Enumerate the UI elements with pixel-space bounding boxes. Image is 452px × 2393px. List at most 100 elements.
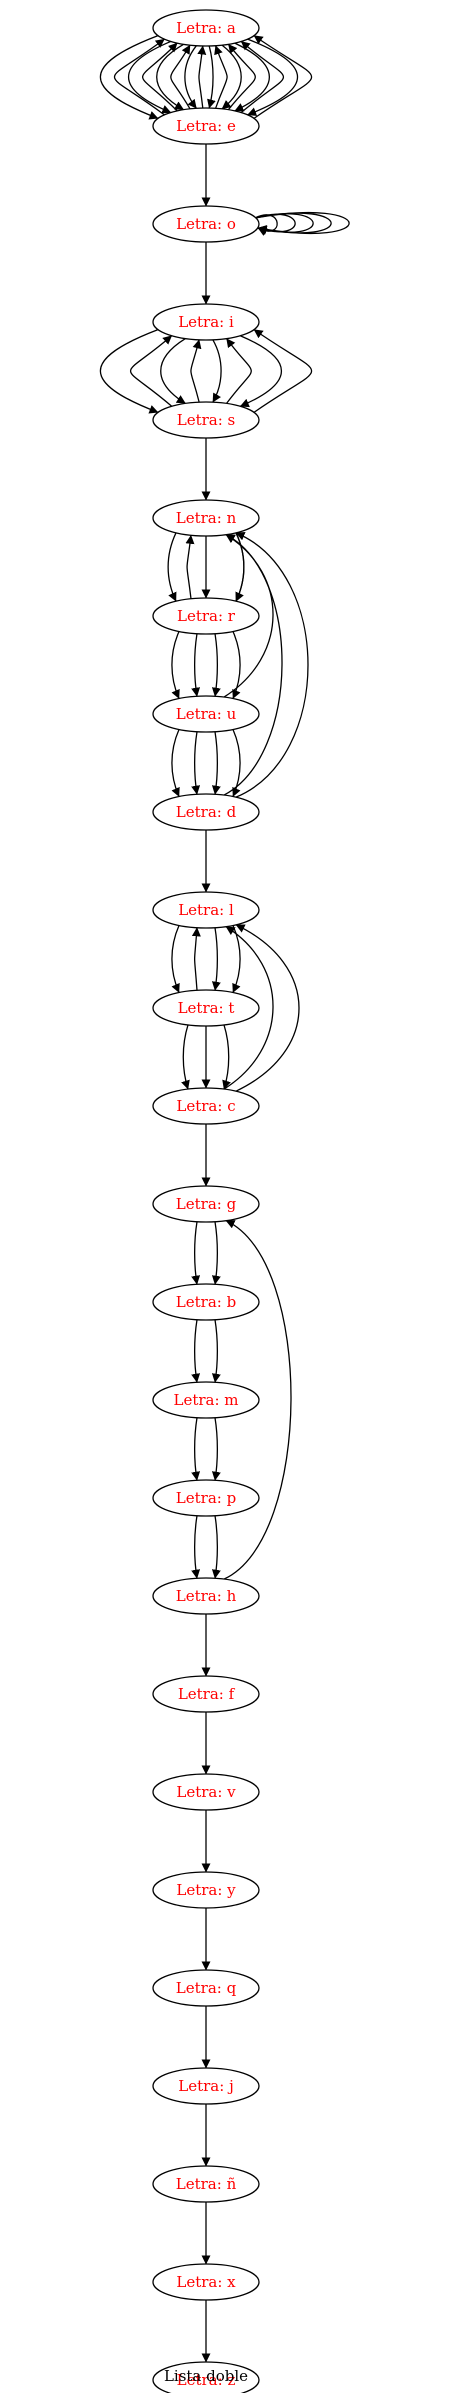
node-z: Letra: z — [152, 2361, 260, 2393]
node-ellipse — [152, 989, 260, 1027]
edge-a-to-e — [128, 40, 172, 114]
edge-a-to-e — [247, 38, 298, 116]
node-label: Letra: i — [178, 313, 234, 331]
node-label: Letra: e — [176, 117, 236, 135]
node-q: Letra: q — [152, 1969, 260, 2007]
diagram-caption: Lista doble — [164, 2367, 248, 2385]
node-i: Letra: i — [152, 303, 260, 341]
node-label: Letra: o — [176, 215, 236, 233]
edge-l-to-t — [171, 925, 180, 993]
edge-t-to-l — [191, 927, 201, 991]
node-ellipse — [152, 1381, 260, 1419]
node-label: Letra: x — [176, 2273, 236, 2291]
node-label: Letra: j — [178, 2077, 233, 2095]
edge-o-to-o — [254, 211, 350, 235]
node-ellipse — [152, 891, 260, 929]
edge-m-to-p — [211, 1417, 221, 1481]
node-ellipse — [152, 107, 260, 145]
node-ellipse — [152, 2067, 260, 2105]
edge-g-to-b — [191, 1221, 201, 1285]
edge-i-to-s — [239, 335, 283, 408]
edge-s-to-i — [226, 338, 252, 404]
edge-t-to-c — [181, 1024, 190, 1090]
edge-e-to-a — [240, 40, 285, 114]
edge-r-to-u — [232, 631, 241, 699]
node-e: Letra: e — [152, 107, 260, 145]
node-o: Letra: o — [152, 205, 260, 243]
edge-i-to-s — [212, 339, 222, 403]
node-ellipse — [152, 1283, 260, 1321]
node-ellipse — [152, 1577, 260, 1615]
edge-d-to-n — [223, 534, 283, 796]
edge-b-to-m — [211, 1319, 221, 1383]
node-label: Letra: d — [176, 803, 237, 821]
edge-a-to-e — [234, 42, 271, 112]
node-y: Letra: y — [152, 1871, 260, 1909]
node-ellipse — [152, 695, 260, 733]
node-ellipse — [152, 1087, 260, 1125]
edge-r-to-n — [185, 534, 195, 599]
edge-p-to-h — [191, 1515, 201, 1579]
node-j: Letra: j — [152, 2067, 260, 2105]
node-ellipse — [152, 9, 260, 47]
node-ñ: Letra: ñ — [152, 2165, 260, 2203]
edge-s-to-i — [253, 329, 312, 413]
edge-s-to-i — [130, 335, 173, 407]
edge-r-to-u — [171, 631, 180, 699]
edge-b-to-m — [191, 1319, 201, 1383]
node-label: Letra: u — [176, 705, 237, 723]
node-v: Letra: v — [152, 1773, 260, 1811]
edges-layer — [99, 35, 350, 2363]
edge-l-to-t — [211, 927, 221, 991]
node-ellipse — [152, 1675, 260, 1713]
edge-i-to-s — [160, 338, 186, 404]
edge-a-to-e — [184, 45, 197, 109]
node-a: Letra: a — [152, 9, 260, 47]
edge-a-to-e — [207, 45, 216, 109]
node-s: Letra: s — [152, 401, 260, 439]
edge-n-to-r — [167, 532, 177, 602]
node-f: Letra: f — [152, 1675, 260, 1713]
node-m: Letra: m — [152, 1381, 260, 1419]
node-label: Letra: f — [178, 1685, 236, 1703]
node-t: Letra: t — [152, 989, 260, 1027]
node-label: Letra: r — [177, 607, 236, 625]
edge-a-to-e — [99, 35, 159, 120]
node-u: Letra: u — [152, 695, 260, 733]
node-c: Letra: c — [152, 1087, 260, 1125]
node-b: Letra: b — [152, 1283, 260, 1321]
node-d: Letra: d — [152, 793, 260, 831]
node-label: Letra: ñ — [176, 2175, 237, 2193]
edge-c-to-l — [223, 926, 274, 1090]
node-label: Letra: m — [173, 1391, 238, 1409]
node-label: Letra: c — [176, 1097, 235, 1115]
nodes-layer: Letra: a Letra: e Letra: o Letra: i Letra: s… — [152, 9, 260, 2393]
edge-p-to-h — [211, 1515, 221, 1579]
node-label: Letra: z — [177, 2371, 236, 2389]
edge-d-to-n — [235, 531, 309, 798]
edge-e-to-a — [142, 42, 178, 112]
edge-r-to-u — [211, 633, 221, 697]
edge-e-to-a — [214, 45, 228, 109]
node-label: Letra: g — [176, 1195, 237, 1213]
node-label: Letra: l — [178, 901, 234, 919]
edge-c-to-l — [235, 924, 300, 1092]
node-label: Letra: q — [176, 1979, 237, 1997]
node-ellipse — [152, 1773, 260, 1811]
node-ellipse — [152, 1969, 260, 2007]
node-g: Letra: g — [152, 1185, 260, 1223]
node-label: Letra: t — [178, 999, 235, 1017]
edge-u-to-d — [191, 731, 201, 795]
edge-m-to-p — [191, 1417, 201, 1481]
node-l: Letra: l — [152, 891, 260, 929]
edge-r-to-u — [191, 633, 201, 697]
edge-u-to-d — [171, 729, 180, 797]
node-ellipse — [152, 1871, 260, 1909]
node-ellipse — [152, 2165, 260, 2203]
edge-i-to-s — [99, 329, 159, 414]
node-ellipse — [152, 2263, 260, 2301]
node-ellipse — [152, 793, 260, 831]
node-ellipse — [152, 205, 260, 243]
edge-g-to-b — [211, 1221, 221, 1285]
